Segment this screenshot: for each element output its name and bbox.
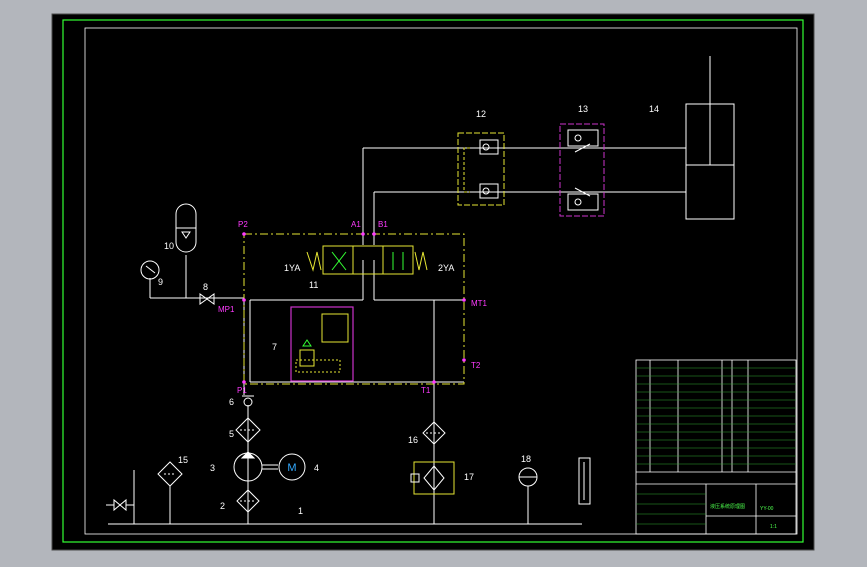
pressure-gauge-icon: [140, 260, 160, 280]
component-number-18: 18: [521, 454, 531, 464]
port-p2-label: P2: [238, 220, 248, 229]
component-number-8: 8: [203, 282, 208, 292]
throttle-valve-block: [559, 123, 605, 217]
component-number-1: 1: [298, 506, 303, 516]
valve-subplate: [243, 233, 465, 385]
component-number-14: 14: [649, 104, 659, 114]
component-number-16: 16: [408, 435, 418, 445]
check-valve-block: [457, 132, 505, 206]
outer-border: [62, 19, 804, 543]
component-number-4: 4: [314, 463, 319, 473]
port-p1-label: P1: [237, 386, 247, 395]
component-number-3: 3: [210, 463, 215, 473]
port-b1-label: B1: [378, 220, 388, 229]
component-number-6: 6: [229, 397, 234, 407]
component-number-7: 7: [272, 342, 277, 352]
return-filter-assembly: [413, 461, 455, 495]
solenoid-1ya-label: 1YA: [284, 263, 300, 273]
port-t2-label: T2: [471, 361, 481, 370]
component-number-2: 2: [220, 501, 225, 511]
directional-valve-icon: [306, 245, 428, 275]
suction-filter-icon: [236, 489, 260, 513]
component-number-10: 10: [164, 241, 174, 251]
drawing-scale: 1:1: [770, 524, 777, 530]
inner-border: [84, 27, 798, 535]
solenoid-2ya-label: 2YA: [438, 263, 454, 273]
shutoff-valve-icon: [199, 293, 215, 305]
component-number-15: 15: [178, 455, 188, 465]
component-number-9: 9: [158, 277, 163, 287]
motor-symbol: M: [287, 462, 296, 474]
parts-list-rows: [636, 367, 796, 525]
port-a1-label: A1: [351, 220, 361, 229]
level-gauge-icon: [578, 457, 591, 505]
check-valve-icon: [243, 397, 253, 407]
drawing-number: YY-00: [760, 506, 774, 512]
port-mp1-label: MP1: [218, 305, 235, 314]
component-number-12: 12: [476, 109, 486, 119]
drawing-name: 液压系统原理图: [710, 503, 745, 510]
port-t1-label: T1: [421, 386, 431, 395]
component-number-13: 13: [578, 104, 588, 114]
component-number-17: 17: [464, 472, 474, 482]
drain-valve-icon: [113, 498, 127, 512]
electric-motor-icon: [278, 453, 306, 481]
return-filter-icon: [422, 421, 446, 445]
component-number-11: 11: [309, 280, 318, 290]
component-number-5: 5: [229, 429, 234, 439]
drawing-canvas: [51, 13, 815, 551]
pressure-filter-icon: [235, 417, 261, 443]
relief-valve-icon: [295, 313, 349, 373]
port-mt1-label: MT1: [471, 299, 488, 308]
relief-valve-manifold: [290, 306, 354, 382]
